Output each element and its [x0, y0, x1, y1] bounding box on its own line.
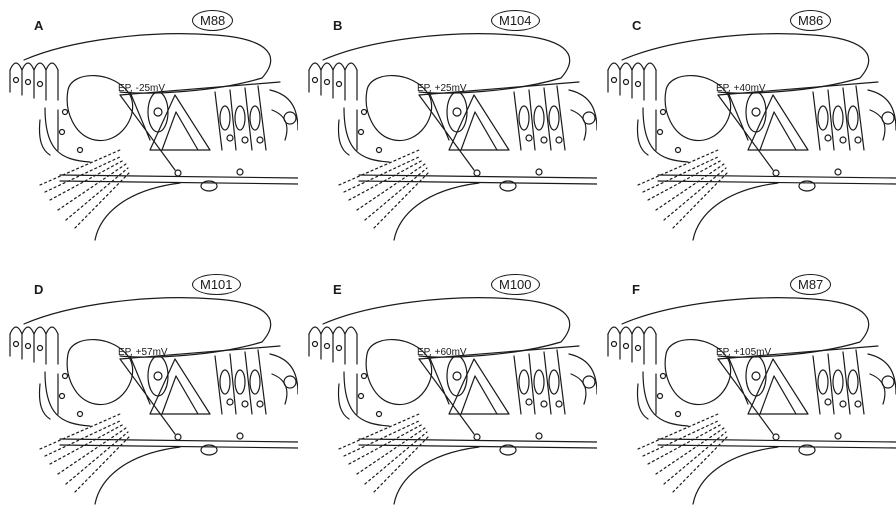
- specimen-label: M104: [491, 10, 540, 31]
- panel-c: C M86 EP, +40mV: [598, 0, 896, 263]
- panel-d: D M101 EP, +57mV: [0, 264, 298, 527]
- organ-of-corti-drawing: [0, 264, 298, 527]
- inner-hair-cell: [148, 92, 168, 132]
- specimen-label: M100: [491, 274, 540, 295]
- sulcus-cells: [608, 327, 656, 334]
- ep-label: EP, +40mV: [716, 83, 766, 94]
- sulcus-cells: [309, 63, 357, 70]
- specimen-label: M87: [790, 274, 831, 295]
- organ-of-corti-drawing: [299, 0, 597, 263]
- ep-label: EP, +105mV: [716, 347, 771, 358]
- inner-hair-cell: [746, 356, 766, 396]
- panel-e: E M100 EP, +60mV: [299, 264, 597, 527]
- outer-hair-cells: [813, 86, 864, 150]
- outer-hair-cells: [514, 350, 565, 414]
- ep-label: EP, -25mV: [118, 83, 165, 94]
- organ-of-corti-drawing: [598, 264, 896, 527]
- inner-hair-cell: [746, 92, 766, 132]
- sulcus-cells: [309, 327, 357, 334]
- pillar-cells: [748, 95, 808, 150]
- pillar-cells: [449, 359, 509, 414]
- panel-letter: C: [632, 18, 641, 33]
- organ-of-corti-drawing: [0, 0, 298, 263]
- pillar-cells: [449, 95, 509, 150]
- panel-letter: D: [34, 282, 43, 297]
- sulcus-cells: [10, 327, 58, 334]
- panel-letter: F: [632, 282, 640, 297]
- pillar-cells: [748, 359, 808, 414]
- pillar-cells: [150, 359, 210, 414]
- sulcus-cells: [10, 63, 58, 70]
- outer-hair-cells: [813, 350, 864, 414]
- panel-letter: A: [34, 18, 43, 33]
- panel-letter: E: [333, 282, 342, 297]
- organ-of-corti-drawing: [299, 264, 597, 527]
- sulcus-cells: [608, 63, 656, 70]
- panel-b: B M104 EP, +25mV: [299, 0, 597, 263]
- pillar-cells: [150, 95, 210, 150]
- ep-label: EP, +60mV: [417, 347, 467, 358]
- outer-hair-cells: [215, 86, 266, 150]
- inner-hair-cell: [447, 356, 467, 396]
- panel-a: A M88 EP, -25mV: [0, 0, 298, 263]
- specimen-label: M101: [192, 274, 241, 295]
- organ-of-corti-drawing: [598, 0, 896, 263]
- panel-letter: B: [333, 18, 342, 33]
- ep-label: EP, +25mV: [417, 83, 467, 94]
- specimen-label: M86: [790, 10, 831, 31]
- inner-hair-cell: [148, 356, 168, 396]
- outer-hair-cells: [514, 86, 565, 150]
- inner-hair-cell: [447, 92, 467, 132]
- outer-hair-cells: [215, 350, 266, 414]
- ep-label: EP, +57mV: [118, 347, 168, 358]
- panel-f: F M87 EP, +105mV: [598, 264, 896, 527]
- specimen-label: M88: [192, 10, 233, 31]
